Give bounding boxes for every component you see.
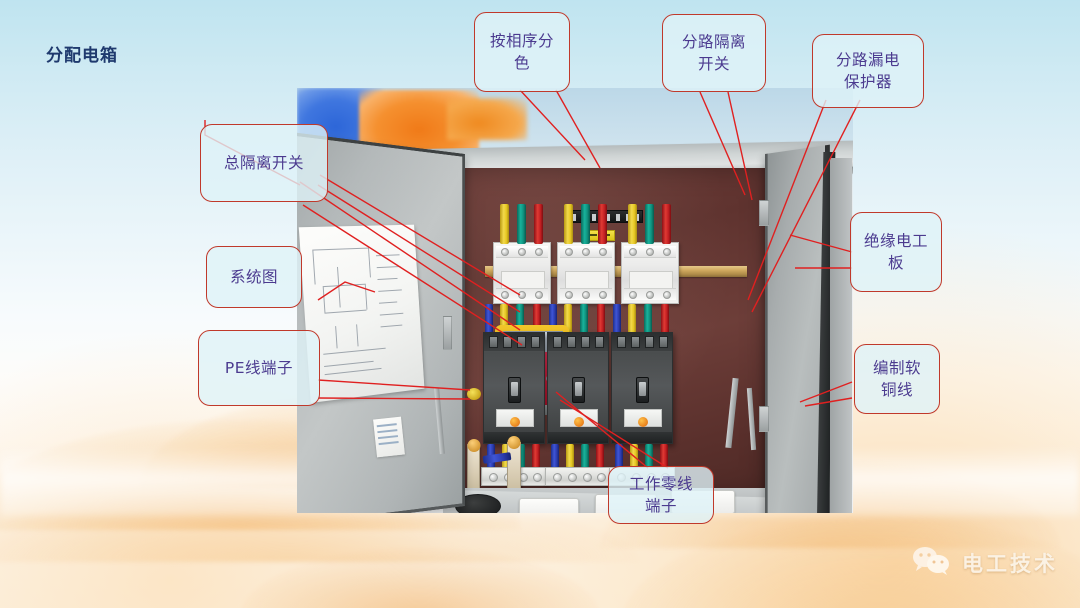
earth-bonding-point <box>467 388 481 400</box>
watermark: 电工技术 <box>912 546 1058 580</box>
link-wire-yellow <box>628 304 636 334</box>
phase-wire-red <box>534 204 543 244</box>
callout-text: 总隔离开关 <box>223 153 304 172</box>
out-wire-red <box>532 444 540 470</box>
branch-isolator-switch-1[interactable] <box>493 242 551 304</box>
out-wire-green <box>517 444 525 470</box>
callout-text: 分路隔离 开关 <box>681 32 746 73</box>
callout-main-isolator[interactable]: 总隔离开关 <box>200 124 328 202</box>
din-rail <box>485 266 747 277</box>
distribution-box-photo <box>297 88 853 513</box>
phase-wire-yellow <box>564 204 573 244</box>
watermark-text: 电工技术 <box>962 552 1058 576</box>
callout-pe-terminal[interactable]: PE线端子 <box>198 330 320 406</box>
callout-text: 按相序分 色 <box>489 31 554 72</box>
base-label-plate-1 <box>519 498 579 513</box>
output-terminal-block-2 <box>545 467 611 486</box>
callout-braided-copper-wire[interactable]: 编制软 铜线 <box>854 344 940 414</box>
door-warning-sticker <box>373 416 405 458</box>
branch-rcd-protector-3[interactable] <box>611 332 673 444</box>
link-wire-blue <box>613 304 621 334</box>
link-wire-blue <box>485 304 493 334</box>
callout-text: 工作零线 端子 <box>628 474 693 515</box>
phase-wire-green <box>517 204 526 244</box>
phase-wire-red <box>662 204 671 244</box>
phase-wire-yellow <box>628 204 637 244</box>
callout-system-diagram[interactable]: 系统图 <box>206 246 302 308</box>
left-door-latch[interactable] <box>443 316 452 350</box>
link-wire-green <box>644 304 652 334</box>
link-wire-red <box>597 304 605 334</box>
callout-phase-color[interactable]: 按相序分 色 <box>474 12 570 92</box>
callout-text: 分路漏电 保护器 <box>835 50 900 91</box>
link-wire-red <box>533 304 541 334</box>
callout-insulating-board[interactable]: 绝缘电工 板 <box>850 212 942 292</box>
callout-text: 系统图 <box>229 267 278 286</box>
callout-neutral-terminal[interactable]: 工作零线 端子 <box>608 466 714 524</box>
callout-branch-isolator[interactable]: 分路隔离 开关 <box>662 14 766 92</box>
phase-wire-green <box>581 204 590 244</box>
branch-isolator-switch-3[interactable] <box>621 242 679 304</box>
right-door-hinge-bottom <box>759 406 769 432</box>
phase-wire-yellow <box>500 204 509 244</box>
callout-text: 编制软 铜线 <box>872 358 921 399</box>
phase-wire-red <box>598 204 607 244</box>
page-title: 分配电箱 <box>46 46 118 66</box>
phase-wire-green <box>645 204 654 244</box>
wechat-icon <box>912 546 952 580</box>
out-wire-blue <box>551 444 559 470</box>
link-wire-blue <box>549 304 557 334</box>
right-door-hinge-top <box>759 200 769 226</box>
branch-rcd-protector-1[interactable] <box>483 332 545 444</box>
right-door-outer-face <box>830 158 852 513</box>
callout-text: 绝缘电工 板 <box>863 231 928 272</box>
system-diagram-drawing <box>306 237 413 392</box>
orange-object-blur-2 <box>447 98 527 140</box>
branch-isolator-switch-2[interactable] <box>557 242 615 304</box>
link-wire-red <box>661 304 669 334</box>
link-wire-green <box>580 304 588 334</box>
callout-text: PE线端子 <box>224 358 294 377</box>
branch-rcd-protector-2[interactable] <box>547 332 609 444</box>
link-wire-yellow <box>564 304 572 334</box>
callout-branch-rcd[interactable]: 分路漏电 保护器 <box>812 34 924 108</box>
